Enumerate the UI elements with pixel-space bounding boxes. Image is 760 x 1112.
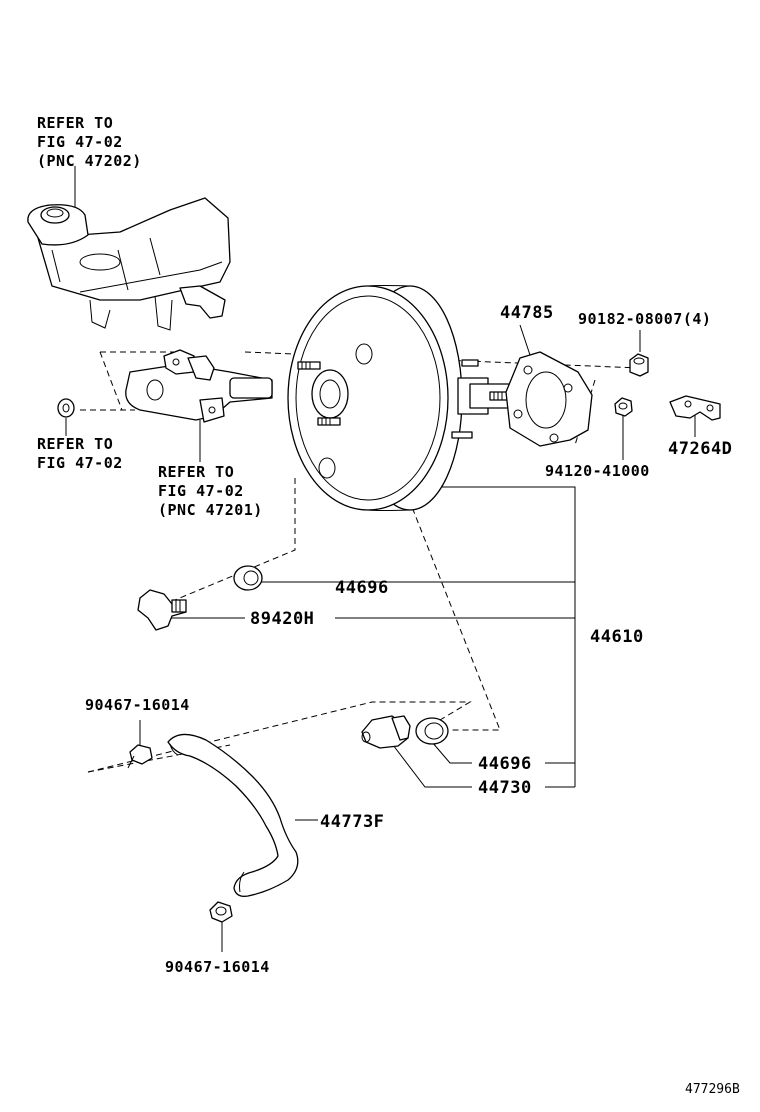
part-number-89420H: 89420H: [250, 609, 314, 629]
part-number-44785: 44785: [500, 303, 554, 323]
part-number-44773F: 44773F: [320, 812, 384, 832]
part-number-44610: 44610: [590, 627, 644, 647]
hose-clamp-upper: [127, 744, 153, 769]
part-number-47264D: 47264D: [668, 439, 732, 459]
figure-id: 477296B: [685, 1082, 740, 1097]
svg-text:REFER TO: REFER TO: [37, 435, 113, 453]
leader-lines: [65, 166, 696, 952]
part-number-44730: 44730: [478, 778, 532, 798]
part-number-94120-41000: 94120-41000: [545, 462, 650, 480]
part-number-44696-upper: 44696: [335, 578, 389, 598]
grommet-lower: [415, 717, 449, 745]
svg-text:REFER TO: REFER TO: [37, 114, 113, 132]
svg-text:FIG 47-02: FIG 47-02: [37, 454, 123, 472]
hose-clamp-lower: [209, 901, 233, 923]
vacuum-hose: [167, 733, 299, 897]
part-number-90182-08007: 90182-08007(4): [578, 310, 711, 328]
master-cylinder-seal: [57, 398, 75, 418]
bracket: [669, 395, 721, 421]
brake-booster: [287, 285, 521, 511]
reservoir-cap: [27, 204, 89, 246]
svg-text:REFER TO: REFER TO: [158, 463, 234, 481]
master-cylinder: [125, 349, 273, 423]
hex-nut: [614, 397, 633, 417]
svg-text:(PNC 47201): (PNC 47201): [158, 501, 263, 519]
check-valve: [361, 715, 411, 749]
part-number-44696-lower: 44696: [478, 754, 532, 774]
svg-text:(PNC 47202): (PNC 47202): [37, 152, 142, 170]
grommet-upper: [233, 565, 263, 591]
reservoir-tank: [37, 197, 231, 331]
part-number-90467-16014-lower: 90467-16014: [165, 958, 270, 976]
vacuum-sensor: [137, 589, 187, 631]
svg-text:FIG 47-02: FIG 47-02: [37, 133, 123, 151]
ref-master-cylinder-label: REFER TO FIG 47-02 (PNC 47201): [158, 463, 263, 519]
ref-seal-label: REFER TO FIG 47-02: [37, 435, 123, 472]
ref-reservoir-label: REFER TO FIG 47-02 (PNC 47202): [37, 114, 142, 170]
flange-nut: [629, 353, 649, 377]
part-number-90467-16014-upper: 90467-16014: [85, 696, 190, 714]
svg-text:FIG 47-02: FIG 47-02: [158, 482, 244, 500]
gasket: [505, 351, 593, 447]
